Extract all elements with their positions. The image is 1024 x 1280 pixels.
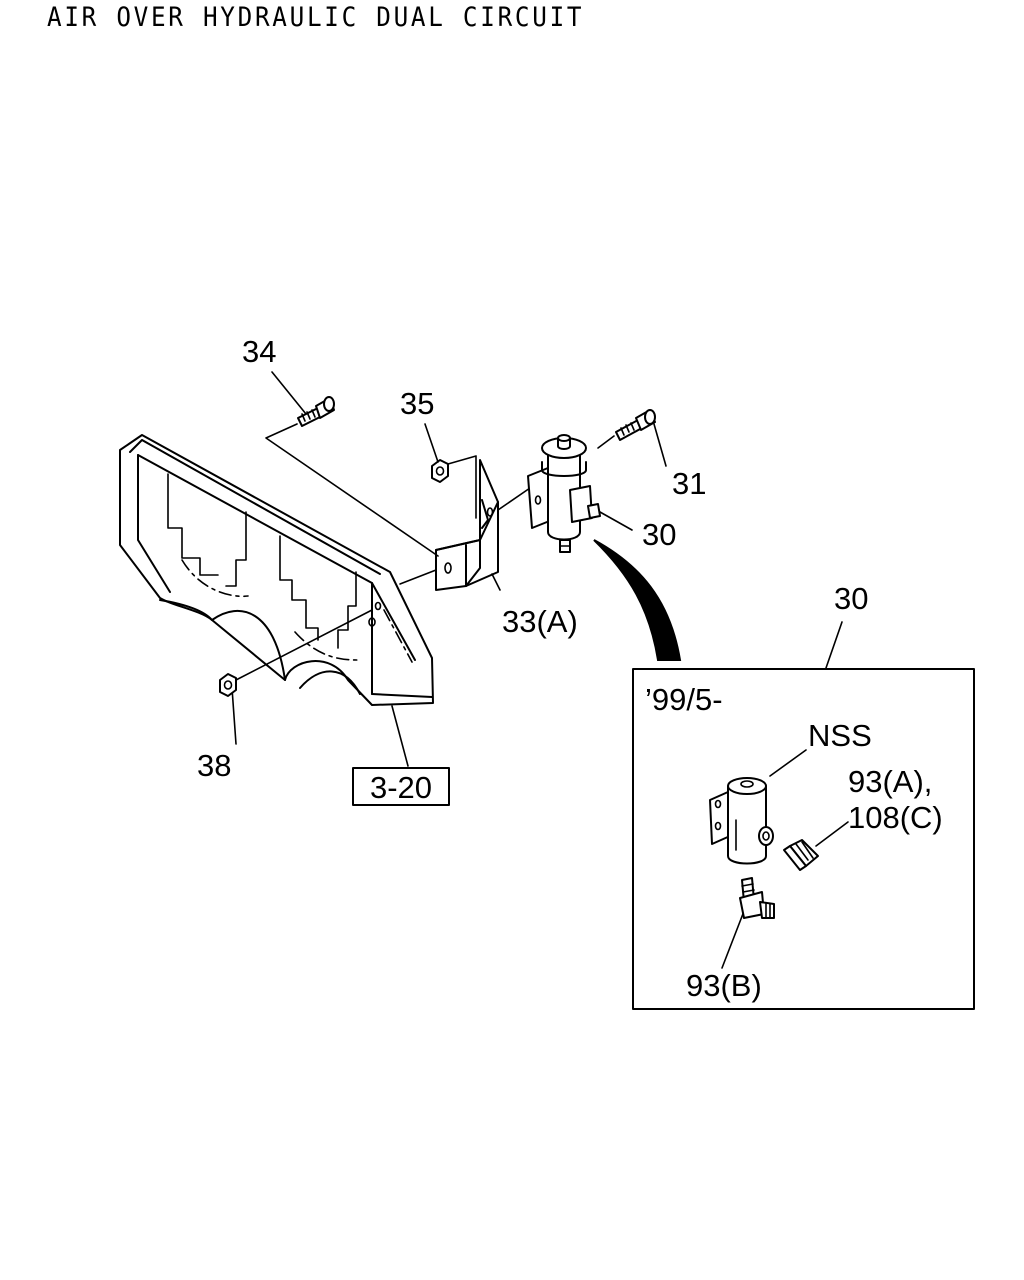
bolt-31 [615,409,656,441]
callout-108c: 108(C) [848,800,943,835]
reference-3-20-label: 3-20 [370,770,432,805]
callout-35: 35 [400,386,434,421]
callout-34: 34 [242,334,276,369]
valve-nss [709,777,774,865]
valve-30 [527,434,601,553]
fitting-93b [739,877,775,919]
fitting-93a-108c [783,839,819,871]
frame-cross-member [119,434,434,706]
bolt-34 [297,396,335,427]
date-range-label: ’99/5- [645,682,723,717]
assembly-lines [235,423,615,681]
callout-93a: 93(A), [848,764,932,799]
leader-lines [231,371,849,969]
callout-labels: 34 35 31 30 33(A) 30 38 3-20 ’99/5- NSS … [197,334,943,1003]
nut-38 [219,673,237,697]
callout-93b: 93(B) [686,968,762,1003]
callout-nss: NSS [808,718,872,753]
detail-arrow [593,539,682,661]
callout-30-detail: 30 [834,581,868,616]
callout-33a: 33(A) [502,604,578,639]
callout-38: 38 [197,748,231,783]
reference-3-20: 3-20 [352,767,450,806]
callout-31: 31 [672,466,706,501]
detail-box [632,668,975,1010]
bracket-33a [435,459,499,591]
nut-35 [431,459,449,483]
callout-30: 30 [642,517,676,552]
page-title: AIR OVER HYDRAULIC DUAL CIRCUIT [47,2,585,33]
